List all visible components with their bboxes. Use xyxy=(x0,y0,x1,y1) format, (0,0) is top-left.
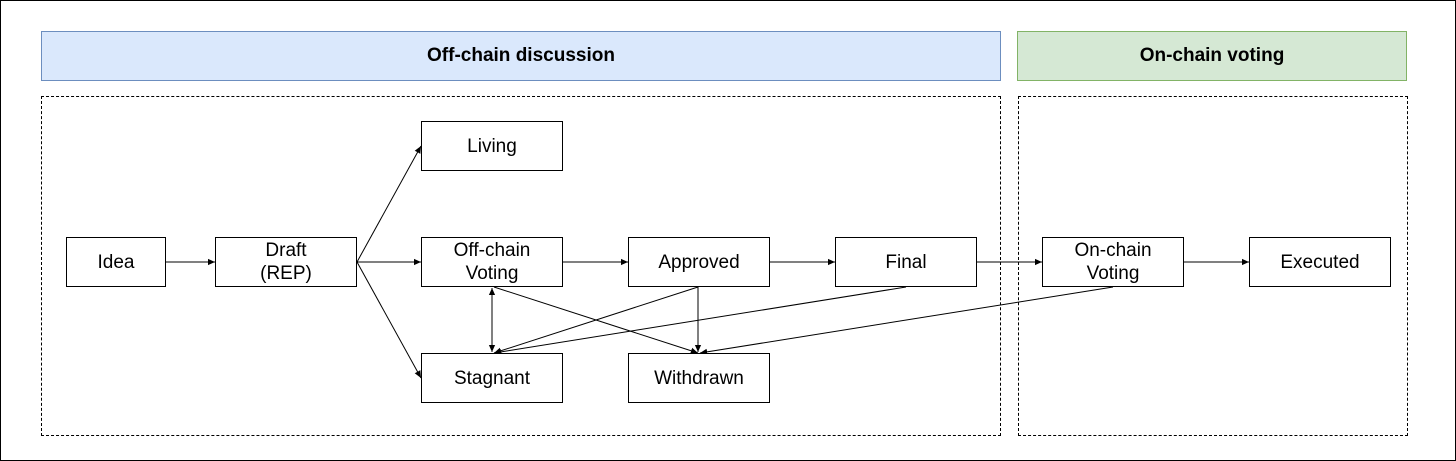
offchain-discussion-header: Off-chain discussion xyxy=(41,31,1001,81)
node-approved: Approved xyxy=(628,237,770,287)
node-living: Living xyxy=(421,121,563,171)
node-idea: Idea xyxy=(66,237,166,287)
onchain-region xyxy=(1018,96,1408,436)
node-offchain-voting: Off-chain Voting xyxy=(421,237,563,287)
node-draft: Draft (REP) xyxy=(215,237,357,287)
node-onchain-voting: On-chain Voting xyxy=(1042,237,1184,287)
node-stagnant: Stagnant xyxy=(421,353,563,403)
node-executed: Executed xyxy=(1249,237,1391,287)
node-final: Final xyxy=(835,237,977,287)
offchain-region xyxy=(41,96,1001,436)
onchain-voting-header: On-chain voting xyxy=(1017,31,1407,81)
node-withdrawn: Withdrawn xyxy=(628,353,770,403)
